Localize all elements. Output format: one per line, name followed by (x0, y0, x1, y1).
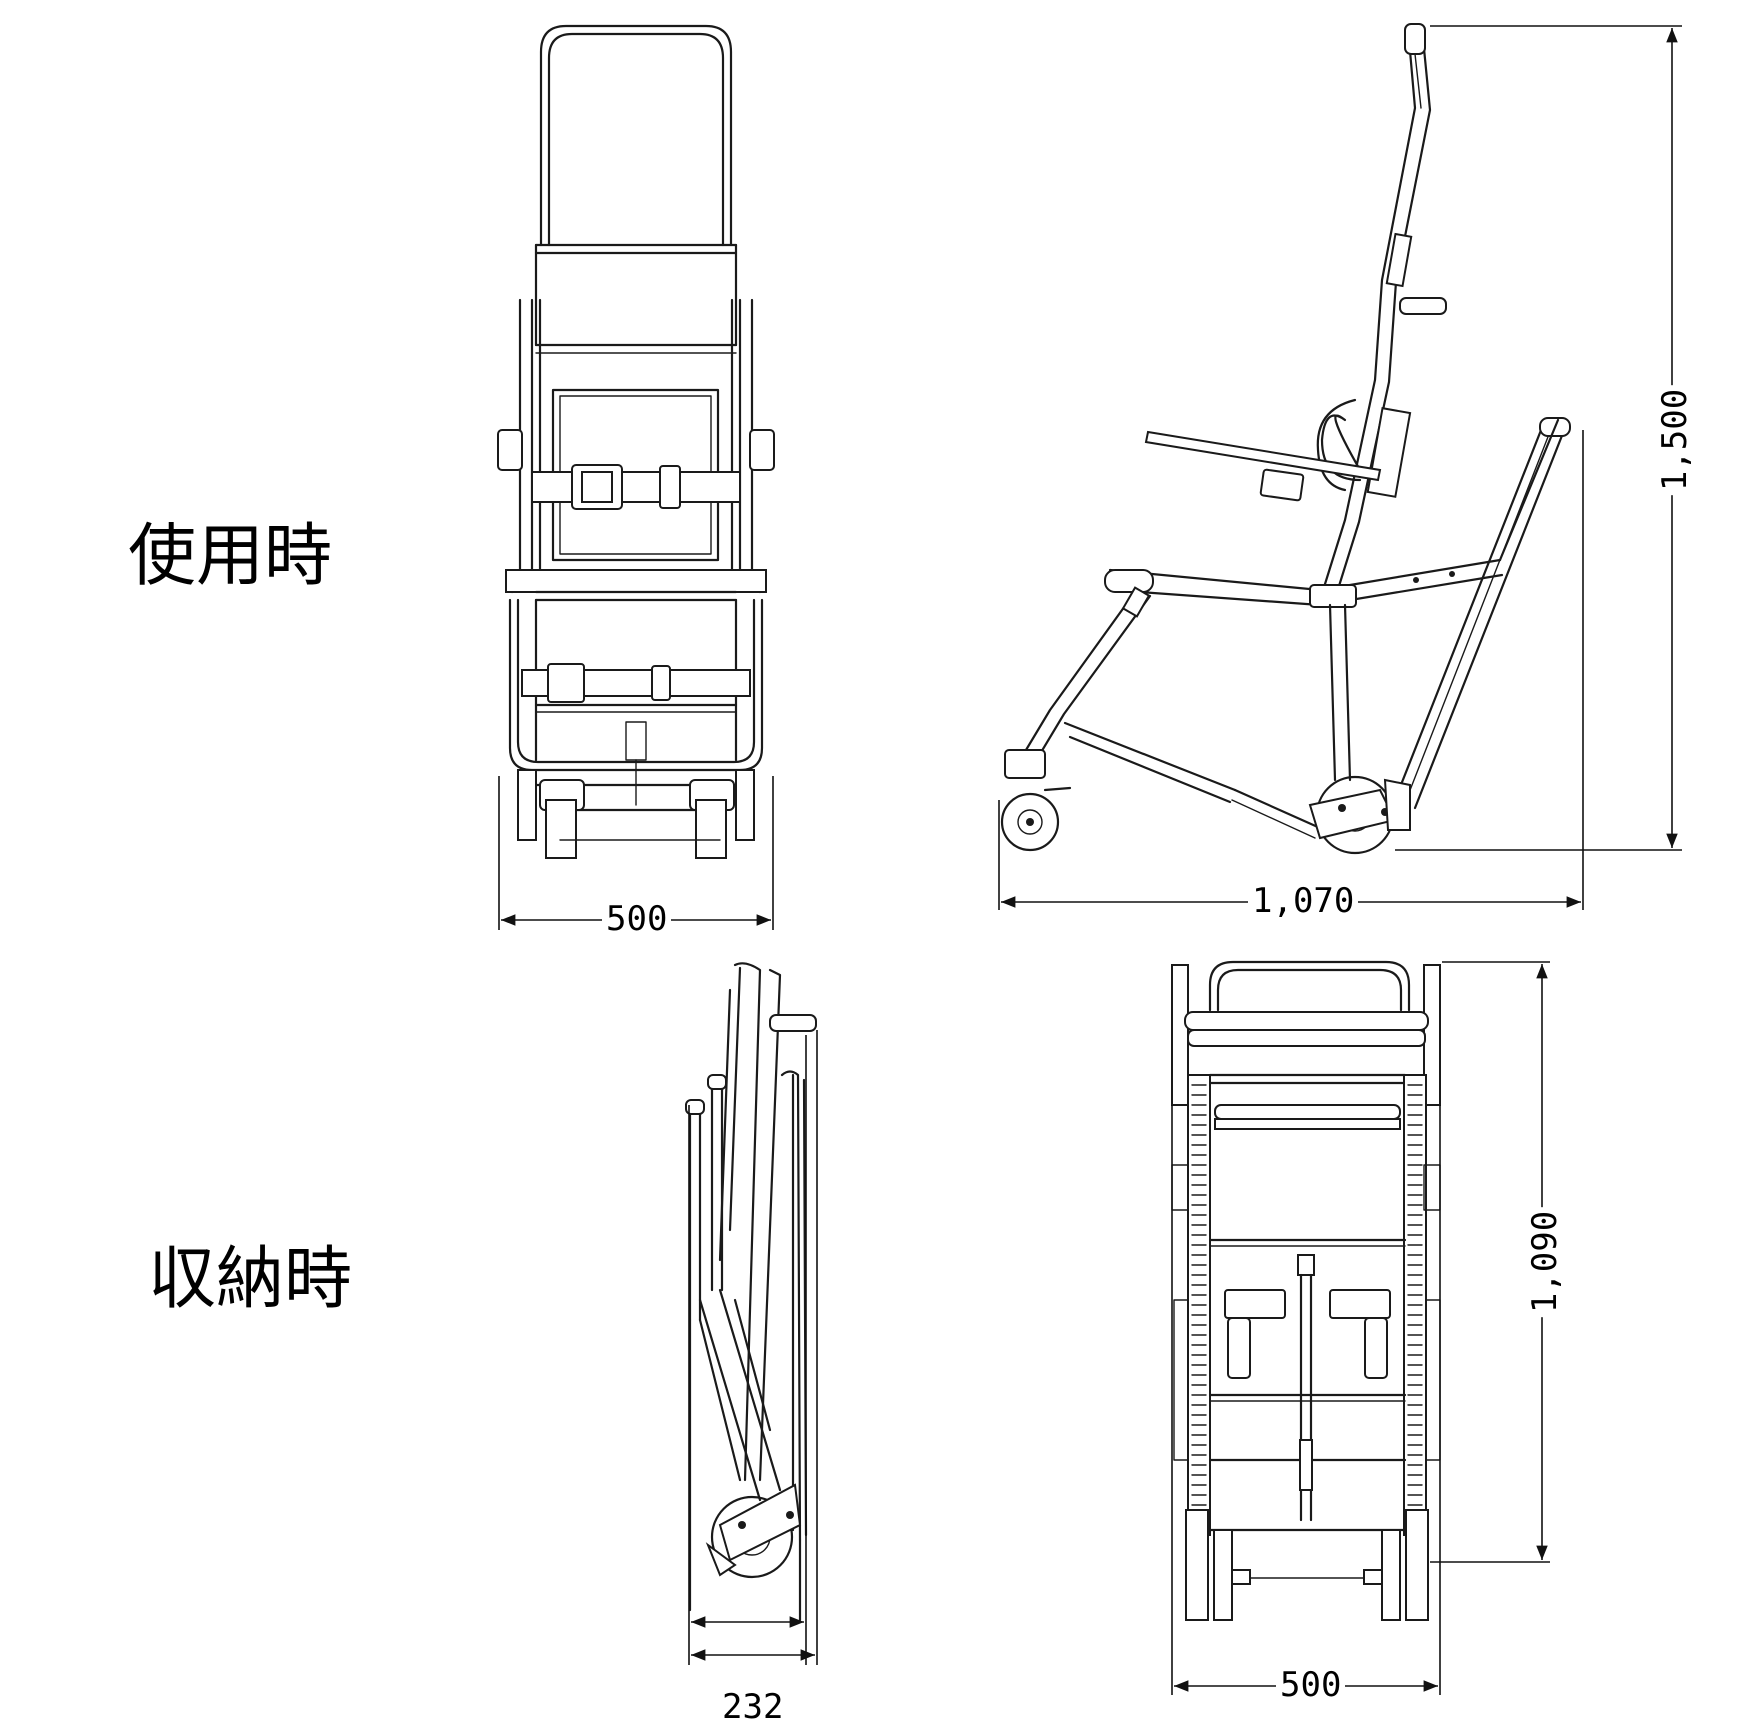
dimension-stored-depth (688, 1030, 818, 1665)
dimension-side-length-in-use (998, 430, 1584, 910)
label-in-use: 使用時 (128, 517, 333, 596)
dim-text-stored-depth: 232 (718, 1690, 788, 1724)
dim-text-stored-front-width: 500 (1276, 1668, 1346, 1702)
right-track-hatch (1407, 1084, 1423, 1526)
side-view-stored (685, 962, 817, 1622)
front-view-stored (1171, 960, 1441, 1621)
left-track-hatch (1191, 1084, 1207, 1526)
side-view-in-use (1000, 23, 1571, 855)
dim-text-stored-front-height: 1,090 (1525, 1206, 1565, 1318)
dim-text-use-side-height: 1,500 (1655, 384, 1695, 496)
dim-text-use-side-length: 1,070 (1248, 884, 1359, 918)
front-view-in-use (497, 24, 775, 859)
label-stored: 収納時 (148, 1240, 353, 1319)
dim-text-use-front-width: 500 (602, 902, 672, 936)
